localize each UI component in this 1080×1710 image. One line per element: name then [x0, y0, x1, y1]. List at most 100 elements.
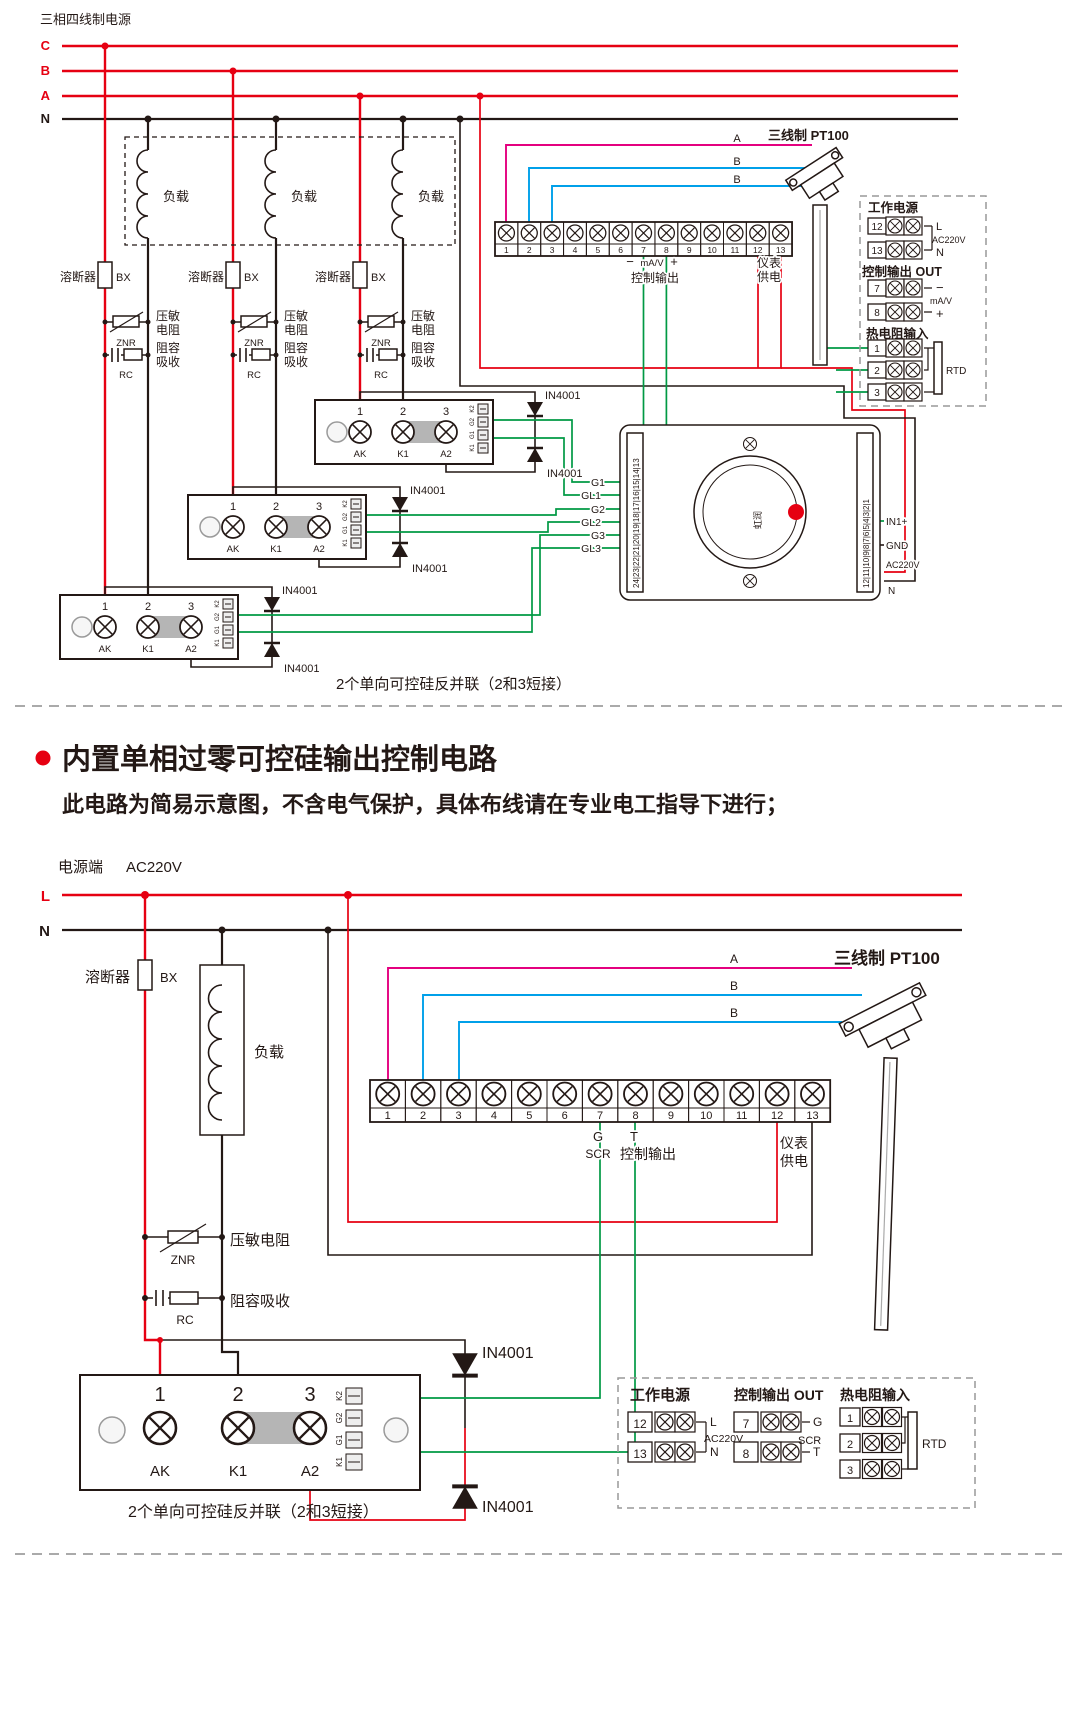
- gate-label-g3: G3: [591, 530, 605, 542]
- load-box: [199, 964, 245, 1136]
- legend-rtd-in: 热电阻输入: [866, 326, 929, 341]
- fuse-symbol: [137, 959, 153, 991]
- svg-text:1: 1: [385, 1110, 391, 1122]
- svg-text:K1: K1: [335, 1457, 344, 1467]
- wire-label-a: A: [730, 952, 738, 966]
- load-label: 负载: [291, 189, 317, 204]
- svg-text:A2: A2: [440, 449, 452, 460]
- controller-left-terminals: 24|23|22|21|20|19|18|17|16|15|14|13: [632, 458, 641, 588]
- svg-text:12: 12: [753, 245, 763, 255]
- strip-t: T: [630, 1129, 638, 1144]
- fuse-type: BX: [244, 272, 259, 284]
- svg-text:2: 2: [420, 1110, 426, 1122]
- fuse-type: BX: [116, 272, 131, 284]
- rc-type: RC: [176, 1313, 194, 1327]
- diode-label: IN4001: [410, 485, 445, 497]
- svg-text:2: 2: [400, 406, 406, 418]
- svg-text:2: 2: [847, 1439, 853, 1451]
- phase-label-a: A: [41, 88, 51, 103]
- legend-scr: SCR: [798, 1435, 821, 1447]
- legend-ctrl-out: 控制输出 OUT: [734, 1387, 824, 1403]
- svg-text:K2: K2: [470, 405, 476, 413]
- varistor-label: 压敏: [411, 308, 435, 323]
- legend-minus: −: [936, 280, 944, 295]
- legend-ac220v: AC220V: [932, 235, 966, 245]
- svg-text:G2: G2: [335, 1412, 344, 1423]
- svg-text:G2: G2: [343, 512, 349, 521]
- svg-text:AK: AK: [99, 644, 112, 655]
- gate-label-gl1: GL1: [581, 490, 601, 502]
- svg-text:K1: K1: [142, 644, 154, 655]
- svg-text:13: 13: [633, 1447, 647, 1461]
- load-label: 负载: [418, 189, 444, 204]
- svg-text:1: 1: [230, 501, 236, 513]
- svg-text:8: 8: [743, 1447, 750, 1461]
- varistor-label: 压敏: [156, 308, 180, 323]
- svg-text:AK: AK: [354, 449, 367, 460]
- svg-text:2: 2: [232, 1384, 243, 1406]
- controller-ac220v: AC220V: [886, 560, 920, 570]
- top-fuses: [97, 261, 368, 289]
- svg-text:12: 12: [871, 222, 883, 233]
- svg-text:7: 7: [874, 284, 880, 295]
- svg-text:9: 9: [687, 245, 692, 255]
- controller-in1: IN1+: [886, 517, 908, 528]
- svg-text:AK: AK: [150, 1463, 170, 1480]
- wire-label-b: B: [733, 174, 740, 186]
- phase-label-b: B: [41, 63, 50, 78]
- diode-label: IN4001: [482, 1345, 534, 1362]
- svg-text:9: 9: [668, 1110, 674, 1122]
- load-label: 负载: [254, 1044, 284, 1061]
- svg-text:3: 3: [304, 1384, 315, 1406]
- svg-text:G1: G1: [470, 430, 476, 439]
- svg-text:2: 2: [145, 601, 151, 613]
- svg-text:1: 1: [847, 1413, 853, 1425]
- gate-label-gl2: GL2: [581, 517, 601, 529]
- diode-label: IN4001: [545, 390, 580, 402]
- svg-text:3: 3: [847, 1465, 853, 1477]
- section-title: 内置单相过零可控硅输出控制电路: [62, 742, 498, 776]
- rc-type: RC: [374, 370, 388, 381]
- strip-minus: −: [626, 254, 634, 269]
- svg-text:6: 6: [618, 245, 623, 255]
- svg-text:A2: A2: [185, 644, 197, 655]
- fuse-label: 溶断器: [60, 269, 96, 284]
- bottom-caption: 2个单向可控硅反并联（2和3短接）: [128, 1503, 379, 1521]
- varistor-label: 电阻: [411, 323, 435, 337]
- strip-control-output: 控制输出: [620, 1146, 676, 1162]
- strip-scr: SCR: [585, 1147, 611, 1161]
- svg-text:3: 3: [443, 406, 449, 418]
- svg-text:G1: G1: [335, 1434, 344, 1445]
- legend-g: G: [813, 1415, 822, 1429]
- rc-label: 阻容吸收: [230, 1293, 290, 1310]
- svg-text:4: 4: [573, 245, 578, 255]
- svg-text:11: 11: [731, 245, 740, 255]
- svg-text:7: 7: [743, 1417, 750, 1431]
- rc-resistor-symbol: [169, 1291, 199, 1305]
- svg-text:6: 6: [562, 1110, 568, 1122]
- fuse-label: 溶断器: [188, 269, 224, 284]
- svg-text:K2: K2: [343, 500, 349, 508]
- rc-label: 阻容: [156, 340, 180, 355]
- svg-text:3: 3: [550, 245, 555, 255]
- svg-text:G1: G1: [343, 525, 349, 534]
- diode-label: IN4001: [482, 1499, 534, 1516]
- legend-work-power: 工作电源: [868, 200, 919, 215]
- varistor-label: 压敏: [284, 308, 308, 323]
- load-label: 负载: [163, 189, 189, 204]
- strip-meter-supply: 仪表: [780, 1135, 808, 1151]
- fuse-label: 溶断器: [85, 969, 130, 986]
- wire-label-b: B: [730, 1006, 738, 1020]
- rc-type: RC: [119, 370, 133, 381]
- line-label-n: N: [39, 923, 50, 940]
- svg-text:13: 13: [806, 1110, 818, 1122]
- source-voltage: AC220V: [126, 859, 182, 876]
- legend-ac220v: AC220V: [704, 1433, 743, 1445]
- svg-text:3: 3: [874, 388, 880, 399]
- wire-label-b: B: [733, 156, 740, 168]
